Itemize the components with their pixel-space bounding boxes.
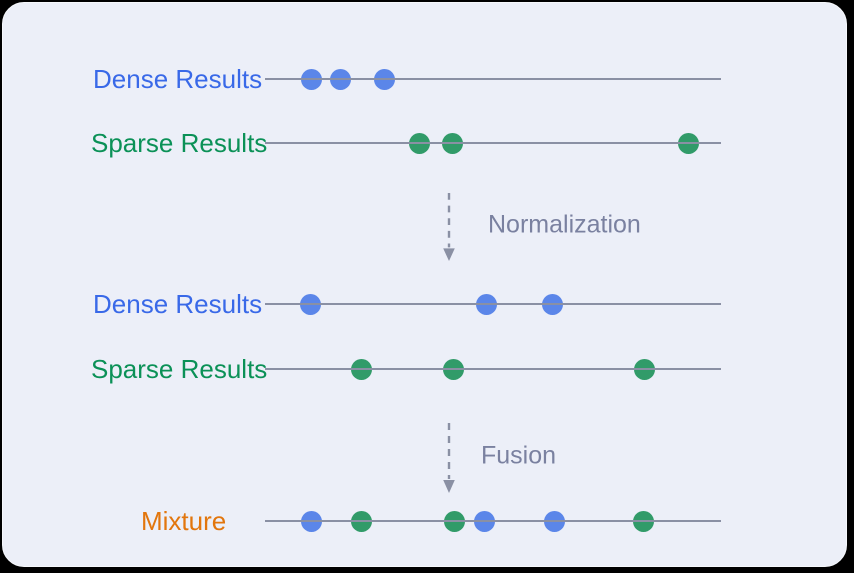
sparse-results-label: Sparse Results <box>91 128 268 158</box>
mixture-label: Mixture <box>141 506 227 536</box>
result-line <box>265 142 721 144</box>
result-line <box>265 368 721 370</box>
result-line <box>265 303 721 305</box>
dense-results-label: Dense Results <box>93 289 263 319</box>
dense-results-label: Dense Results <box>93 64 263 94</box>
result-line <box>265 78 721 80</box>
sparse-results-label: Sparse Results <box>91 354 268 384</box>
down-arrow-icon <box>443 192 455 262</box>
fusion-label: Fusion <box>481 441 557 470</box>
normalization-label: Normalization <box>488 210 641 239</box>
result-line <box>265 520 721 522</box>
diagram-card: Dense Results Sparse Results Normalizati… <box>2 2 847 567</box>
down-arrow-icon <box>443 423 455 493</box>
